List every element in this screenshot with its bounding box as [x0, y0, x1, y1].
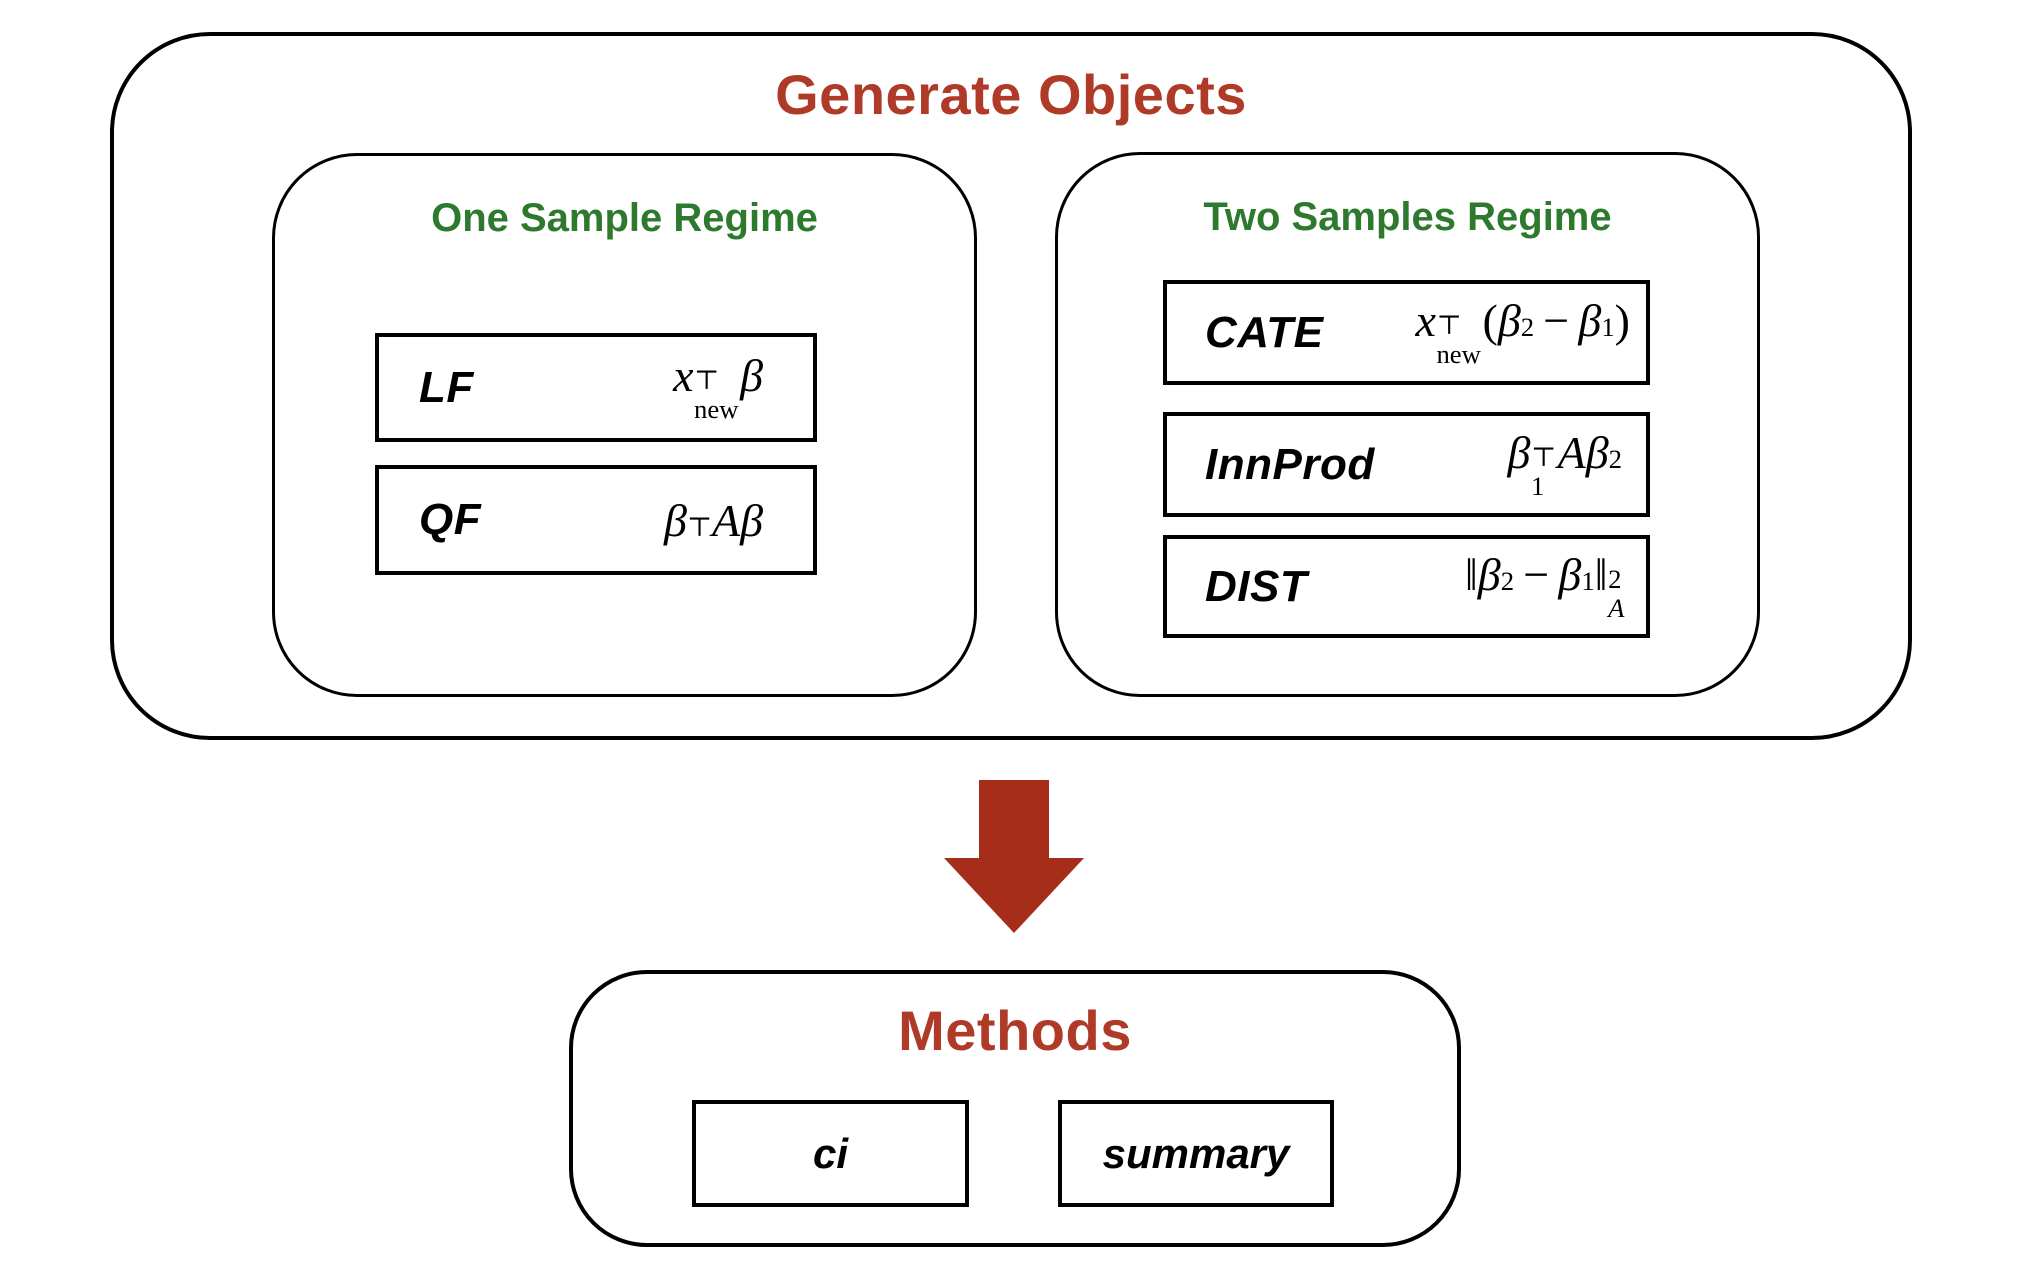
down-arrow-icon: [944, 780, 1084, 933]
math-subscript: 1: [1601, 312, 1615, 343]
math-subscript: new: [694, 393, 739, 424]
math-var: β: [1507, 427, 1531, 479]
math-subscript: A: [1608, 592, 1625, 623]
math-symbol: ‖: [1594, 549, 1608, 601]
ci-label: ci: [812, 1129, 849, 1177]
cate-label: CATE: [1205, 307, 1324, 357]
math-var: β: [1558, 549, 1582, 601]
math-var: β: [1497, 295, 1521, 347]
methods-title: Methods: [898, 999, 1132, 1062]
math-subscript: 1: [1530, 470, 1545, 501]
math-var: A: [1557, 427, 1586, 479]
two-samples-title: Two Samples Regime: [1203, 195, 1612, 239]
math-var: β: [740, 350, 763, 402]
math-superscript: ⊤: [1436, 310, 1462, 341]
math-var: β: [1477, 549, 1501, 601]
generate-objects-panel: Generate Objects One Sample Regime LF x⊤…: [110, 32, 1912, 740]
math-superscript: ⊤: [694, 365, 720, 396]
math-var: A: [711, 494, 741, 546]
summary-box: summary: [1058, 1100, 1334, 1207]
math-operator: −: [1523, 549, 1550, 601]
down-arrow-shaft: [979, 780, 1049, 858]
math-var: β: [663, 494, 687, 546]
math-subscript: 2: [1608, 444, 1622, 475]
dist-label: DIST: [1205, 561, 1308, 611]
lf-label: LF: [419, 362, 474, 412]
math-symbol: ‖: [1464, 549, 1478, 601]
math-symbol: (: [1482, 295, 1498, 347]
summary-label: summary: [1102, 1129, 1290, 1177]
math-subscript: new: [1436, 338, 1481, 369]
math-supsub-stack: ⊤1: [1531, 443, 1556, 501]
math-var: β: [1585, 427, 1609, 479]
math-subscript: 2: [1500, 566, 1515, 597]
methods-panel: Methods ci summary: [569, 970, 1461, 1247]
math-superscript: ⊤: [686, 511, 712, 542]
math-superscript: ⊤: [1530, 442, 1557, 473]
math-symbol: ): [1614, 295, 1630, 347]
math-var: β: [1578, 295, 1602, 347]
math-var: x: [1415, 295, 1436, 347]
down-arrow-head: [944, 858, 1084, 933]
qf-label: QF: [419, 495, 482, 544]
math-subscript: 2: [1520, 312, 1535, 343]
math-superscript: 2: [1608, 564, 1622, 595]
ci-box: ci: [692, 1100, 969, 1207]
math-subscript: 1: [1581, 566, 1595, 597]
math-supsub-stack: ⊤new: [1436, 311, 1480, 369]
math-operator: −: [1543, 295, 1570, 347]
math-var: x: [673, 350, 694, 402]
one-sample-title: One Sample Regime: [431, 196, 818, 240]
math-supsub-stack: ⊤new: [694, 366, 738, 424]
generate-objects-title: Generate Objects: [775, 63, 1247, 126]
innprod-label: InnProd: [1205, 439, 1375, 489]
math-var: β: [740, 494, 763, 546]
